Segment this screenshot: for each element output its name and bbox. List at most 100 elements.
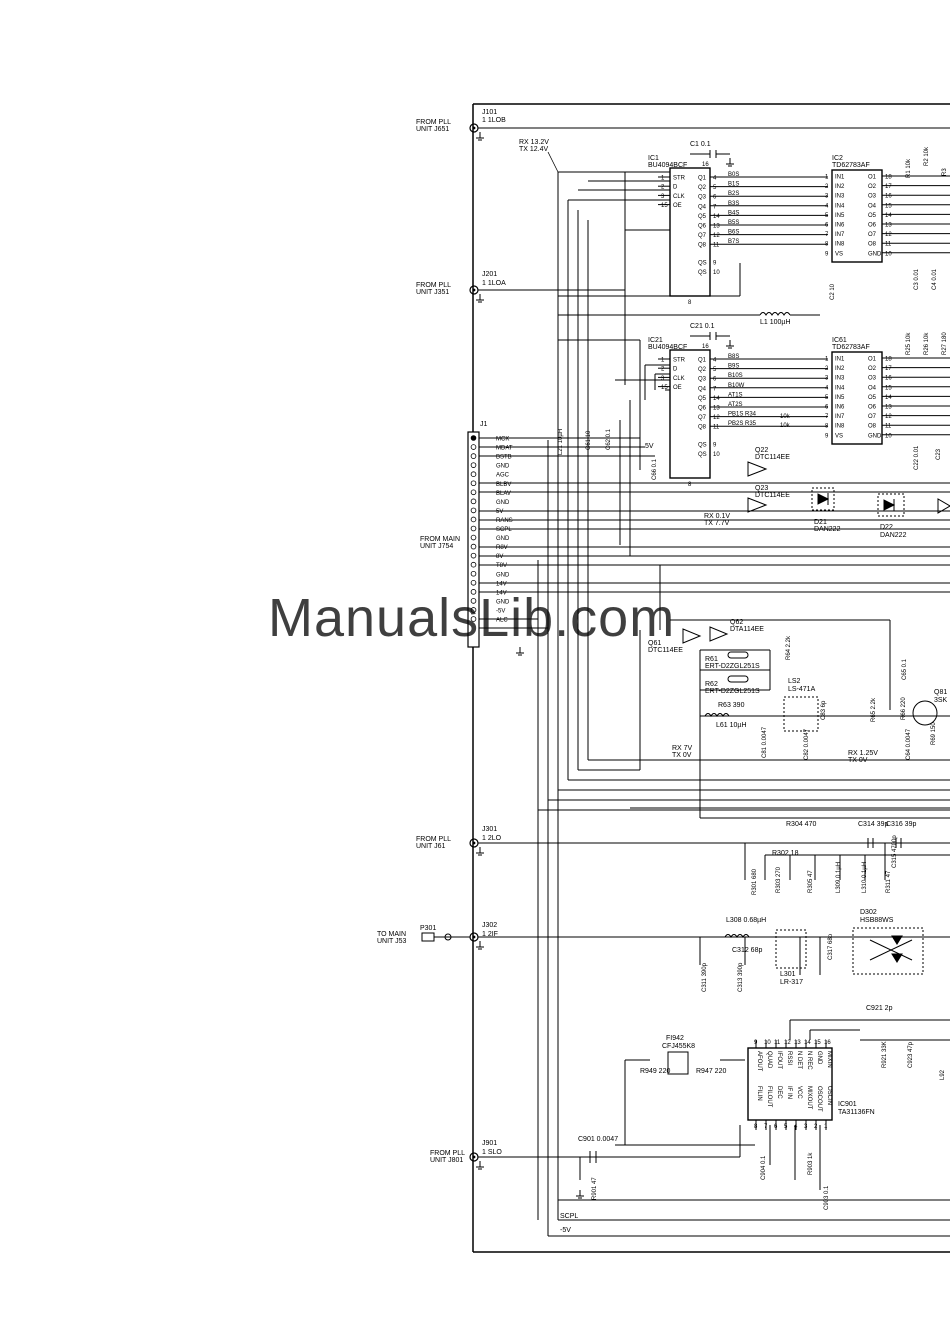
c22-label: C22 0.01 [914, 445, 920, 470]
c314-label: C314 39p [858, 821, 888, 828]
d302-part: HSB88WS [860, 917, 894, 924]
ic1-right-pin: Q4 [698, 204, 707, 210]
q61-label: Q61 [648, 640, 661, 647]
connector-j302: J302 1 2IF TO MAIN UNIT J53 P301 [377, 922, 950, 945]
ic2-right-num: 11 [885, 242, 892, 248]
connector-j901: J901 1 SLO FROM PLL UNIT J801 [430, 1140, 740, 1164]
ic21-right-pin: Q1 [698, 358, 707, 364]
c81-label: C81 0.0047 [762, 726, 768, 758]
ic61-left-pin: IN7 [835, 414, 845, 420]
ic2-right-num: 16 [885, 194, 892, 200]
j1-pin-label: BSTB [496, 455, 512, 461]
ic901-top-pin: QUAD [766, 1051, 772, 1069]
ic1-body [669, 167, 711, 297]
supply-tx: TX 12.4V [519, 146, 549, 153]
ic1-right-num: 12 [713, 233, 720, 239]
q22-part: DTC114EE [755, 454, 790, 461]
r34-label: 10k [780, 414, 791, 420]
ic1-right-pin: Q6 [698, 224, 707, 230]
connector-j1: J1 FROM MAIN UNIT J754 MCKMDATBSTBGNDAGC… [420, 421, 513, 648]
ic901-bottom-pin: OSCOUT [816, 1086, 822, 1112]
j1-pin-label: MDAT [496, 446, 513, 452]
j1-pin-label: GND [496, 572, 510, 578]
ic61-right-pin: O6 [868, 405, 877, 411]
j302-pin: 1 2IF [482, 931, 498, 938]
c1-label: C1 0.1 [690, 141, 711, 148]
ic901-bottom-pin: DEC [776, 1086, 782, 1099]
j1-pin-label: BLBV [496, 482, 511, 488]
c3-label: C3 0.01 [914, 268, 920, 290]
ic2-part: TD62783AF [832, 162, 870, 169]
j1-src2: UNIT J754 [420, 543, 453, 550]
j1-pin-label: 5V [496, 509, 503, 515]
ic901-top-num: 16 [824, 1040, 831, 1046]
q81-part: 3SK [934, 697, 948, 704]
ic21-right-pin: Q4 [698, 386, 707, 392]
j1-src1: FROM MAIN [420, 536, 460, 543]
ic1-right-num: 11 [713, 243, 720, 249]
ls2-label: LS2 [788, 678, 801, 685]
p301-ref: P301 [420, 925, 436, 932]
q23-part: DTC114EE [755, 492, 790, 499]
c312-label: C312 68p [732, 947, 762, 954]
ic61-left-pin: IN4 [835, 385, 845, 391]
ic21-right-pin: Q6 [698, 406, 707, 412]
plug-icon [421, 932, 435, 942]
r903-label: R903 1k [808, 1152, 814, 1175]
ic901-bottom-pin: FILOUT [766, 1086, 772, 1108]
ic21-right-pin: Q5 [698, 396, 707, 402]
ic21-right-pin: Q2 [698, 367, 707, 373]
j201-pin: 1 1LOA [482, 280, 506, 287]
c4-label: C4 0.01 [932, 268, 938, 290]
ic901-bottom-pin: FILIN [756, 1086, 762, 1101]
ic21-out-label: AT1S [728, 392, 743, 398]
ic1-right-num: 7 [713, 204, 717, 210]
q61-part: DTC114EE [648, 647, 683, 654]
j101-ref: J101 [482, 109, 497, 116]
c317-label: C317 68p [828, 933, 834, 960]
ic2-right-pin: O8 [868, 242, 877, 248]
ic1-right-pin: Q2 [698, 185, 707, 191]
ic21-pin-bottom: 8 [688, 482, 692, 488]
connector-j301: J301 1 2LO FROM PLL UNIT J61 [416, 826, 950, 850]
r2-label: R2 10k [924, 146, 930, 166]
c62-label: C62 0.1 [606, 428, 612, 450]
l310-label: L310 0.1µH [862, 862, 868, 893]
ic21-out-label: AT2S [728, 402, 743, 408]
ic2-right-num: 12 [885, 232, 892, 238]
l309-label: L309 0.1µH [836, 862, 842, 893]
r27-label: R27 180 [942, 332, 948, 355]
ic1-out-label: B5S [728, 220, 739, 226]
inductor-icon [759, 312, 791, 316]
ic21-right-pin: Q7 [698, 415, 707, 421]
ic61-right-pin: O4 [868, 385, 877, 391]
j201-src2: UNIT J351 [416, 289, 449, 296]
ic901-bottom-pin: MIXOUT [806, 1086, 812, 1110]
ic21-right-num: 13 [713, 406, 720, 412]
j1-pin-icon [470, 489, 477, 496]
ic61-left-pin: IN2 [835, 366, 845, 372]
ic61-right-pin: O2 [868, 366, 877, 372]
ic2-right-num: 10 [885, 251, 892, 257]
j1-pin-label: SCPL [496, 527, 512, 533]
q81-tx: TX 0V [848, 757, 868, 764]
j1-pin-icon [470, 607, 477, 613]
ic2-right-pin: O5 [868, 213, 877, 219]
ic21-right-num: 4 [713, 358, 717, 364]
q62-buffer-icon [709, 626, 729, 642]
j1-pin-label: 14V [496, 581, 507, 587]
m5v-bottom-label: -5V [560, 1227, 571, 1234]
r63-label: R63 390 [718, 702, 745, 709]
r304-label: R304 470 [786, 821, 816, 828]
ic1-right-pin: Q8 [698, 243, 707, 249]
c901-label: C901 0.0047 [578, 1136, 618, 1143]
ic1-right-num: 13 [713, 224, 720, 230]
c61-label: C61 10 [586, 430, 592, 450]
q22-buffer-icon [747, 461, 768, 477]
ic61-right-pin: O8 [868, 424, 877, 430]
r35-label: 10k [780, 423, 791, 429]
ic1-out-label: B1S [728, 182, 739, 188]
r66-label: R66 220 [901, 697, 907, 720]
j301-src2: UNIT J61 [416, 843, 446, 850]
